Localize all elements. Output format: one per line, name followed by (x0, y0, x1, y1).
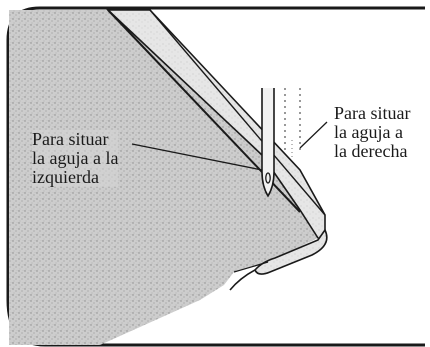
sewing-needle-icon (261, 88, 275, 198)
label-left-line-1: Para situar (32, 129, 109, 149)
label-right-line-1: Para situar (334, 103, 411, 123)
label-right-line-3: la derecha (334, 141, 408, 161)
fabric-folded (9, 10, 318, 345)
label-right-line-2: la aguja a (334, 122, 403, 142)
sewing-needle-right-icon (284, 88, 301, 160)
leader-line-left (131, 143, 263, 171)
fabric-hem (254, 228, 328, 275)
leader-line-right (299, 121, 328, 149)
label-left-line-2: la aguja a la (32, 148, 119, 168)
label-right-needle: Para situar la aguja a la derecha (334, 104, 410, 161)
label-left-needle: Para situar la aguja a la izquierda (32, 129, 119, 187)
label-left-line-3: izquierda (32, 167, 99, 187)
